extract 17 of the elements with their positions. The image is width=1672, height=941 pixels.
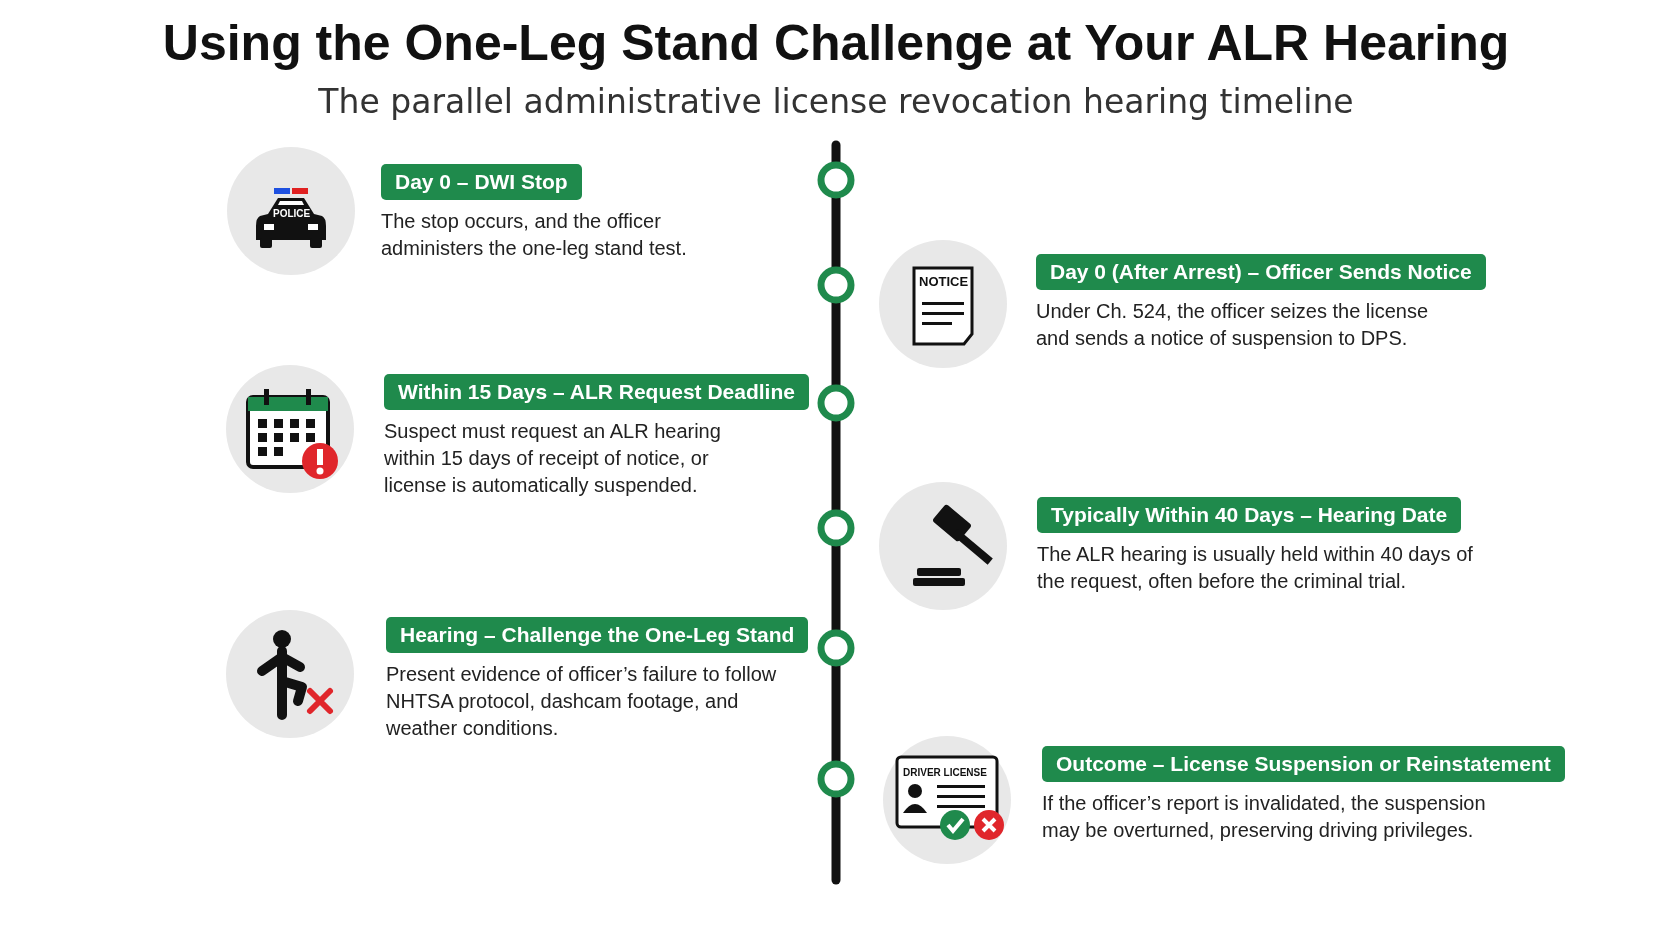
event-description: The ALR hearing is usually held within 40 days of the request, often before the criminal trial.	[1037, 542, 1474, 594]
event-description: Suspect must request an ALR hearing within 15 days of receipt of notice, or license is automatically suspended.	[384, 419, 722, 498]
event-heading: Typically Within 40 Days – Hearing Date	[1037, 497, 1462, 533]
icon-caption: POLICE	[273, 208, 311, 219]
subtitle: The parallel administrative license revocation hearing timeline	[318, 82, 1354, 121]
title: Using the One-Leg Stand Challenge at Your ALR Hearing	[162, 14, 1510, 72]
event-heading: Outcome – License Suspension or Reinstatement	[1042, 746, 1565, 782]
event-description: If the officer’s report is invalidated, the suspension may be overturned, preserving driving privileges.	[1042, 791, 1487, 843]
icon-caption: DRIVER LICENSE	[903, 767, 987, 778]
event-heading: Within 15 Days – ALR Request Deadline	[384, 374, 809, 410]
event-heading: Day 0 – DWI Stop	[381, 164, 582, 200]
event-description: The stop occurs, and the officer administers the one-leg stand test.	[381, 209, 688, 261]
event-heading: Day 0 (After Arrest) – Officer Sends Notice	[1036, 254, 1486, 290]
event-heading: Hearing – Challenge the One-Leg Stand	[386, 617, 809, 653]
event-description: Present evidence of officer’s failure to follow NHTSA protocol, dashcam footage, and weather conditions.	[386, 662, 778, 741]
event-description: Under Ch. 524, the officer seizes the license and sends a notice of suspension to DPS.	[1036, 299, 1430, 351]
icon-caption: NOTICE	[919, 274, 969, 289]
